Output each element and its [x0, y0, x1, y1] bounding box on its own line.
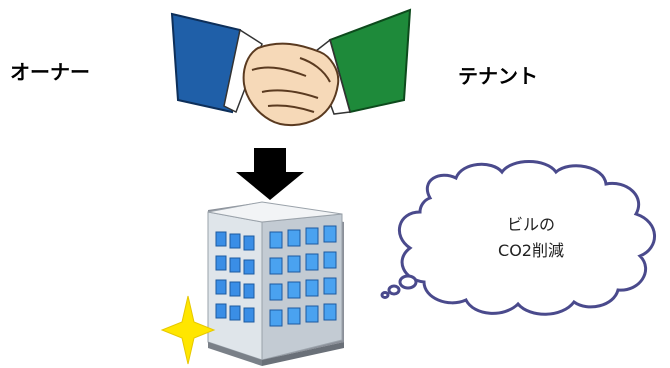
owner-label: オーナー — [10, 60, 90, 84]
thought-bubble-line2: CO2削減 — [498, 241, 564, 260]
office-building-icon — [207, 201, 344, 366]
sparkle-icon — [160, 295, 216, 365]
handshake-icon — [170, 8, 412, 126]
thought-cloud-icon — [380, 160, 656, 316]
thought-bubble-line1: ビルの — [506, 215, 555, 234]
tenant-label: テナント — [458, 64, 538, 88]
down-arrow-icon — [236, 148, 304, 200]
